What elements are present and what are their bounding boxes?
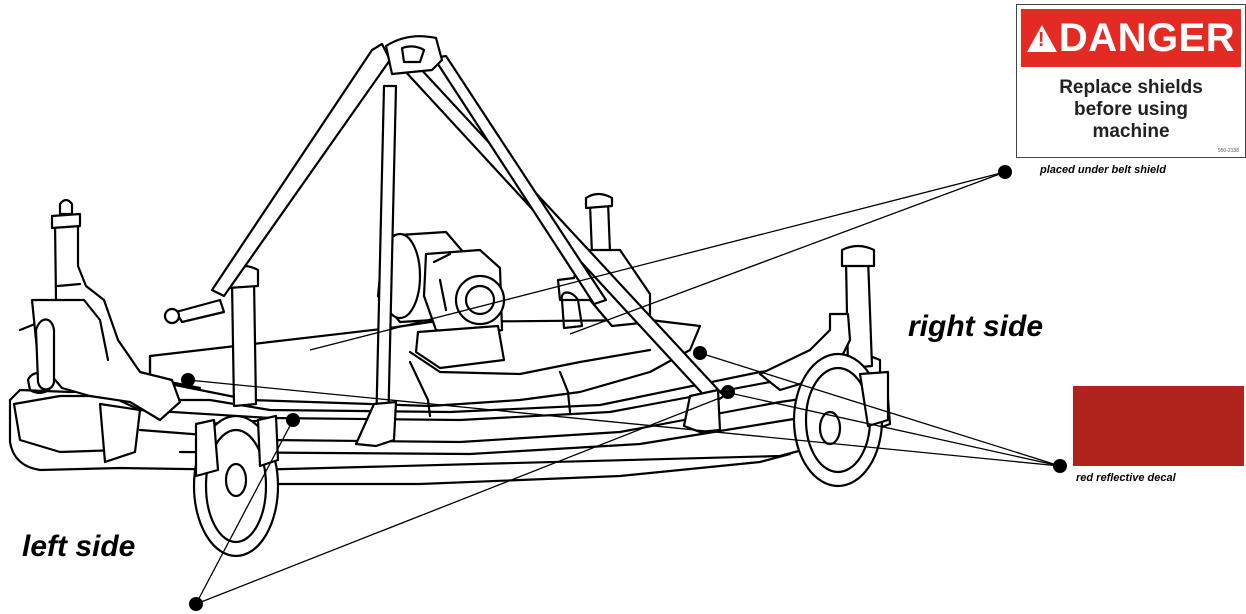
right-front-caster bbox=[758, 244, 892, 488]
callout-dot bbox=[721, 385, 735, 399]
callout-dot bbox=[1053, 459, 1067, 473]
placed-under-belt-shield-label: placed under belt shield bbox=[1040, 164, 1166, 176]
left-side-label: left side bbox=[22, 530, 136, 563]
danger-header: DANGER bbox=[1021, 9, 1241, 67]
callout-dot bbox=[286, 413, 300, 427]
red-reflective-decal-label: red reflective decal bbox=[1076, 472, 1176, 484]
danger-decal: DANGER Replace shields before using mach… bbox=[1016, 4, 1246, 158]
callout-dot bbox=[189, 597, 203, 611]
danger-line: Replace shields bbox=[1059, 77, 1203, 98]
hitch-frame bbox=[163, 35, 726, 448]
red-reflective-decal-swatch bbox=[1073, 386, 1244, 466]
right-side-label: right side bbox=[908, 310, 1044, 343]
danger-message: Replace shields before using machine bbox=[1021, 77, 1241, 143]
left-front-caster bbox=[192, 264, 280, 558]
warning-triangle-icon bbox=[1026, 24, 1057, 52]
callout-dot bbox=[181, 373, 195, 387]
callout-dot bbox=[693, 346, 707, 360]
danger-header-text: DANGER bbox=[1058, 16, 1236, 60]
callout-lines bbox=[187, 171, 1061, 605]
danger-line: machine bbox=[1092, 121, 1170, 142]
decal-code: 950-2138 bbox=[1217, 148, 1239, 154]
callout-dot bbox=[998, 165, 1012, 179]
callout-dots bbox=[181, 165, 1067, 611]
left-rear-caster bbox=[30, 198, 182, 422]
danger-line: before using bbox=[1073, 99, 1188, 120]
